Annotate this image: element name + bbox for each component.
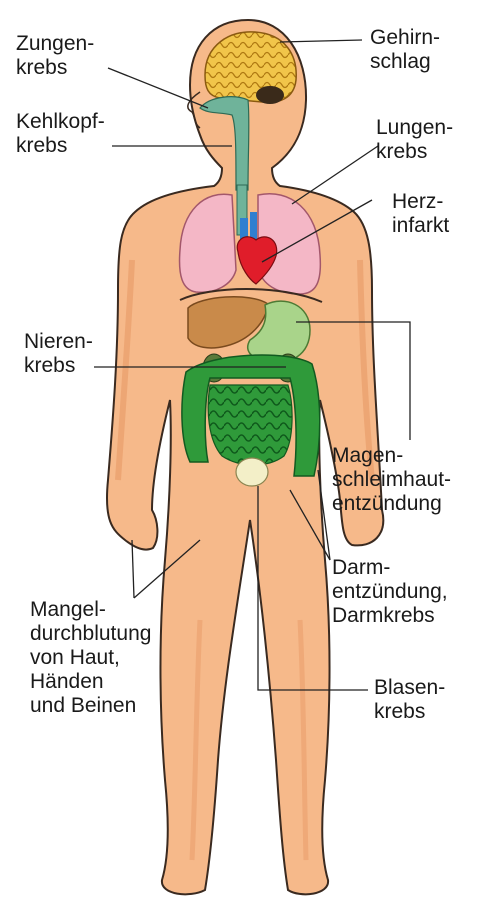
label-magen: Magen- schleimhaut- entzündung [332, 444, 451, 516]
leader-mangel-1 [132, 540, 134, 598]
leader-lungenkrebs [292, 146, 378, 204]
brain [205, 32, 296, 104]
bladder [236, 458, 268, 486]
cerebellum [256, 86, 284, 104]
label-herzinfarkt: Herz- infarkt [392, 190, 449, 238]
leader-gehirnschlag [280, 40, 362, 42]
small-intestine [208, 385, 292, 465]
label-kehlkopfkrebs: Kehlkopf- krebs [16, 110, 105, 158]
label-blasenkrebs: Blasen- krebs [374, 676, 445, 724]
label-darm: Darm- entzündung, Darmkrebs [332, 556, 448, 628]
label-lungenkrebs: Lungen- krebs [376, 116, 453, 164]
label-gehirnschlag: Gehirn- schlag [370, 26, 440, 74]
label-zungenkrebs: Zungen- krebs [16, 32, 94, 80]
label-nierenkrebs: Nieren- krebs [24, 330, 93, 378]
label-mangel: Mangel- durchblutung von Haut, Händen un… [30, 598, 151, 718]
